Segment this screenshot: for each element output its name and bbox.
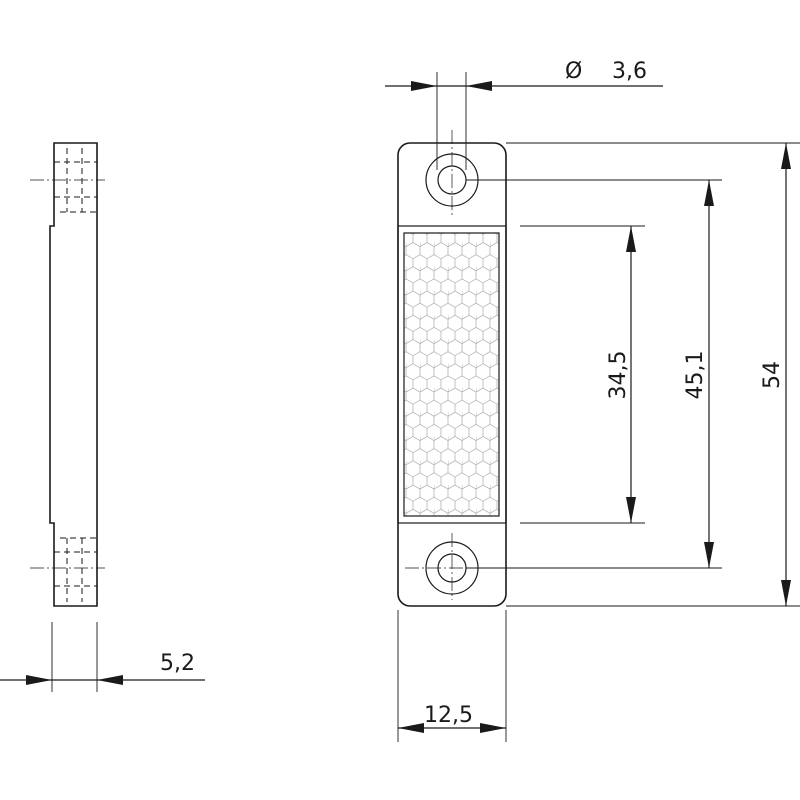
overall-length-dim-arrow-bottom: [781, 580, 791, 606]
overall-length-dim-arrow-top: [781, 143, 791, 169]
side-dim-arrow-right: [97, 675, 123, 685]
width-dim-arrow-right: [480, 723, 506, 733]
hole-spacing-dim-arrow-top: [704, 180, 714, 206]
width-dim-arrow-left: [398, 723, 424, 733]
dim-label-diameter-symbol: Ø: [565, 59, 582, 84]
side-view: 5,2: [0, 142, 205, 692]
dim-label-hole-spacing: 45,1: [683, 351, 708, 400]
reflector-frame-outer: [397, 225, 507, 524]
dim-label-thickness: 5,2: [160, 651, 195, 676]
side-dim-arrow-left: [26, 675, 52, 685]
reflector-dim-arrow-bottom: [626, 497, 636, 523]
side-view-outline: [49, 142, 98, 607]
dim-label-overall-length: 54: [760, 361, 785, 389]
dim-label-width: 12,5: [424, 703, 473, 728]
hole-dim-arrow-left: [411, 81, 437, 91]
hole-spacing-dim-arrow-bottom: [704, 542, 714, 568]
reflector-dim-arrow-top: [626, 226, 636, 252]
hole-dim-arrow-right: [466, 81, 492, 91]
front-view: Ø 3,6 12,5 34,5 45,1 54: [385, 59, 800, 742]
side-view-hidden-hole-bottom: [54, 537, 97, 602]
dim-label-reflector-length: 34,5: [606, 351, 631, 400]
reflector-area: [403, 232, 500, 517]
dim-label-hole-diameter: 3,6: [612, 59, 647, 84]
